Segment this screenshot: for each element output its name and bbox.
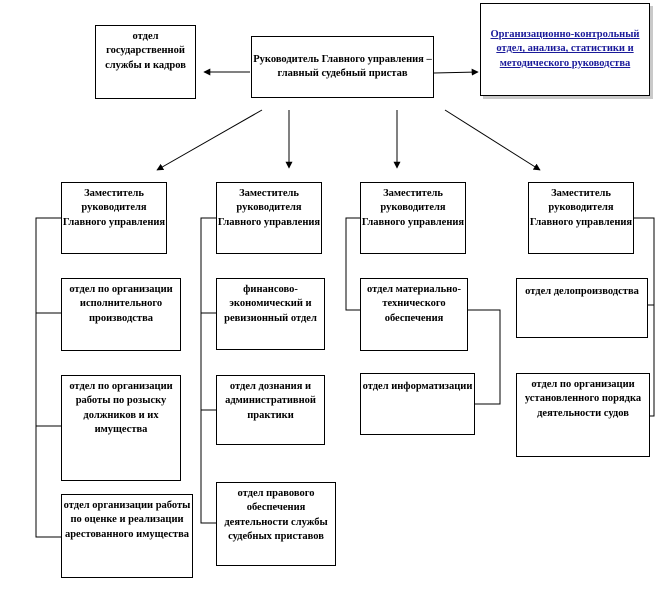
debtor-search-department-label: отдел по организации работы по розыску д… [69, 381, 173, 436]
deputy-2-box: Заместитель руководителя Главного управл… [216, 182, 322, 254]
head-label: Руководитель Главного управления – главн… [253, 53, 432, 79]
exec-proceedings-department-box: отдел по организации исполнительного про… [61, 278, 181, 351]
asset-assessment-department-box: отдел организации работы по оценке и реа… [61, 494, 193, 578]
hr-department-box: отдел государственной службы и кадров [95, 25, 196, 99]
deputy-4-label: Заместитель руководителя Главного управл… [529, 188, 633, 228]
finance-department-box: финансово-экономический и ревизионный от… [216, 278, 325, 350]
inquiry-department-label: отдел дознания и административной практи… [225, 381, 316, 421]
deputy-3-box: Заместитель руководителя Главного управл… [360, 182, 466, 254]
finance-department-label: финансово-экономический и ревизионный от… [224, 284, 317, 324]
deputy-3-label: Заместитель руководителя Главного управл… [361, 188, 465, 228]
org-control-department-label: Организационно-контрольный отдел, анализ… [490, 28, 640, 69]
debtor-search-department-box: отдел по организации работы по розыску д… [61, 375, 181, 481]
records-department-box: отдел делопроизводства [516, 278, 648, 338]
deputy-1-box: Заместитель руководителя Главного управл… [61, 182, 167, 254]
deputy-1-label: Заместитель руководителя Главного управл… [62, 188, 166, 228]
legal-support-department-label: отдел правового обеспечения деятельности… [224, 488, 328, 543]
court-order-department-box: отдел по организации установленного поря… [516, 373, 650, 457]
deputy-2-label: Заместитель руководителя Главного управл… [217, 188, 321, 228]
material-support-department-box: отдел материально-технического обеспечен… [360, 278, 468, 351]
arrow-to-dep4 [444, 109, 541, 171]
bus-col1 [35, 217, 61, 538]
informatization-department-label: отдел информатизации [362, 381, 473, 392]
bus-col4 [634, 217, 655, 417]
deputy-4-box: Заместитель руководителя Главного управл… [528, 182, 634, 254]
head-box: Руководитель Главного управления – главн… [251, 36, 434, 98]
arrow-to-org-control [433, 68, 479, 76]
bus-col3-right [468, 309, 501, 405]
legal-support-department-box: отдел правового обеспечения деятельности… [216, 482, 336, 566]
org-control-department-box: Организационно-контрольный отдел, анализ… [480, 3, 650, 96]
court-order-department-label: отдел по организации установленного поря… [524, 379, 642, 419]
material-support-department-label: отдел материально-технического обеспечен… [367, 284, 461, 324]
exec-proceedings-department-label: отдел по организации исполнительного про… [69, 284, 173, 324]
arrow-to-dep1 [156, 109, 263, 171]
inquiry-department-box: отдел дознания и административной практи… [216, 375, 325, 445]
hr-department-label: отдел государственной службы и кадров [105, 31, 186, 71]
bus-col2 [200, 217, 216, 524]
asset-assessment-department-label: отдел организации работы по оценке и реа… [63, 500, 191, 540]
informatization-department-box: отдел информатизации [360, 373, 475, 435]
bus-col3-left [345, 217, 360, 311]
records-department-label: отдел делопроизводства [525, 286, 639, 297]
